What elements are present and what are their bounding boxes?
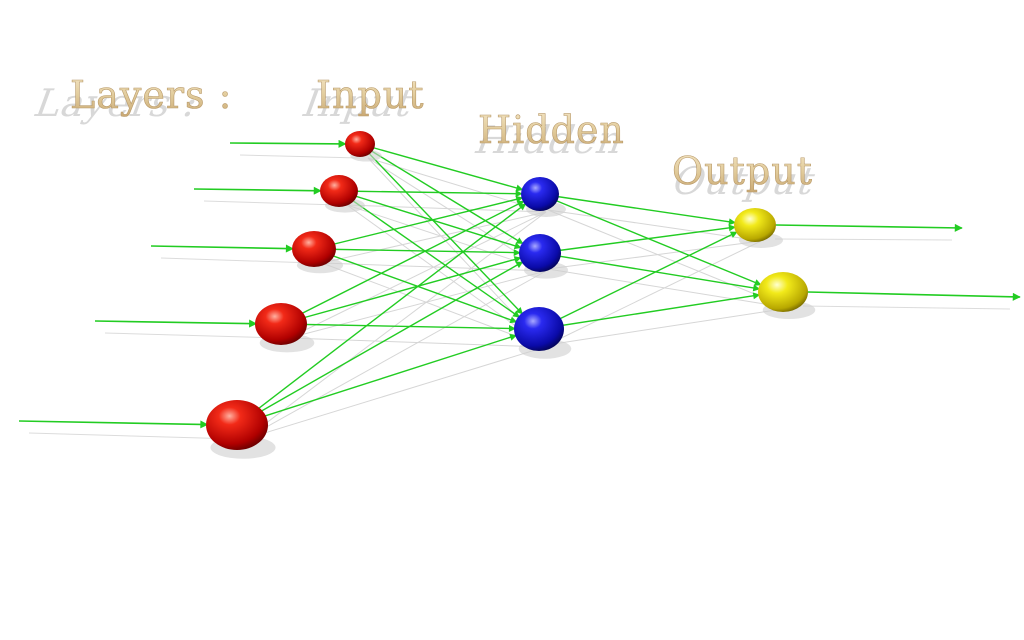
connection-shadow xyxy=(321,211,547,264)
layer-labels: Layers : Input Hidden Output xyxy=(70,73,813,194)
connection-shadow xyxy=(288,211,547,339)
connection-hidden-3-output-1 xyxy=(538,231,738,330)
connection-input-3-hidden-3 xyxy=(313,248,518,324)
input-line-shadow xyxy=(28,432,238,440)
input-line-shadow xyxy=(104,332,282,339)
title-label-shadow: Layers : xyxy=(28,82,206,126)
connection-shadow xyxy=(321,262,546,348)
input-node-1 xyxy=(345,131,375,157)
connection-input-3-hidden-2 xyxy=(313,248,521,257)
connection-shadow xyxy=(546,240,762,346)
input-line-shadow xyxy=(239,154,361,159)
label-shadows: Layers : Input Hidden Output xyxy=(28,82,822,204)
connection-input-4-hidden-3 xyxy=(280,323,516,332)
connection-shadow xyxy=(547,268,790,309)
input-node-5 xyxy=(206,400,268,450)
output-label-shadow: Output xyxy=(666,160,823,204)
connection-hidden-1-output-1 xyxy=(539,193,736,226)
input-node-4 xyxy=(255,303,307,345)
hidden-node-3 xyxy=(514,307,564,351)
connection-input-1-hidden-1 xyxy=(359,143,524,192)
connection-input-4-hidden-2 xyxy=(280,256,522,325)
input-arrow-3 xyxy=(150,244,294,253)
input-line-shadow xyxy=(160,257,315,264)
connection-input-3-hidden-1 xyxy=(313,195,524,250)
floor-shadows xyxy=(28,154,1011,440)
connection-shadow xyxy=(547,209,790,309)
hidden-label-shadow: Hidden xyxy=(469,119,632,163)
output-line-shadow xyxy=(774,238,953,241)
input-node-2 xyxy=(320,175,358,207)
connection-shadow xyxy=(244,270,547,440)
output-arrow-2 xyxy=(807,291,1021,301)
connection-input-5-hidden-3 xyxy=(236,333,518,426)
connection-input-5-hidden-1 xyxy=(236,203,527,426)
input-arrow-1 xyxy=(229,139,347,148)
input-arrow-2 xyxy=(193,186,322,195)
connection-shadow xyxy=(244,346,546,440)
output-arrow-1 xyxy=(775,223,963,232)
connection-shadow xyxy=(244,211,547,440)
connection-input-5-hidden-2 xyxy=(236,261,524,426)
input-arrow-4 xyxy=(94,319,258,328)
hidden-node-1 xyxy=(521,177,559,211)
input-layer-label: Input xyxy=(316,73,425,117)
output-node-2 xyxy=(758,272,808,312)
input-arrow-5 xyxy=(18,420,209,429)
connection-input-2-hidden-2 xyxy=(338,190,522,250)
connection-shadow xyxy=(346,204,546,348)
layers-title-label: Layers : xyxy=(70,73,232,117)
connection-shadow xyxy=(288,270,547,339)
nodes xyxy=(206,131,816,459)
connection-hidden-2-output-1 xyxy=(539,224,736,254)
connection-input-1-hidden-3 xyxy=(359,143,523,315)
hidden-layer-label: Hidden xyxy=(478,108,625,152)
input-line-shadow xyxy=(203,200,340,206)
connections xyxy=(18,139,1021,429)
connection-shadow xyxy=(547,209,762,242)
connection-shadow xyxy=(346,204,547,213)
connection-shadow xyxy=(547,240,762,270)
connection-shadow xyxy=(546,307,790,346)
hidden-node-2 xyxy=(519,234,561,272)
output-layer-label: Output xyxy=(672,149,813,193)
connection-input-2-hidden-3 xyxy=(338,190,521,318)
input-label-shadow: Input xyxy=(296,82,420,126)
connection-input-2-hidden-1 xyxy=(338,190,523,198)
input-node-3 xyxy=(292,231,336,267)
connection-hidden-1-output-2 xyxy=(539,193,762,286)
output-node-1 xyxy=(734,208,776,242)
connection-hidden-3-output-2 xyxy=(538,292,761,330)
connection-hidden-2-output-2 xyxy=(539,252,761,292)
output-line-shadow xyxy=(802,305,1011,310)
connection-input-4-hidden-1 xyxy=(280,200,525,325)
